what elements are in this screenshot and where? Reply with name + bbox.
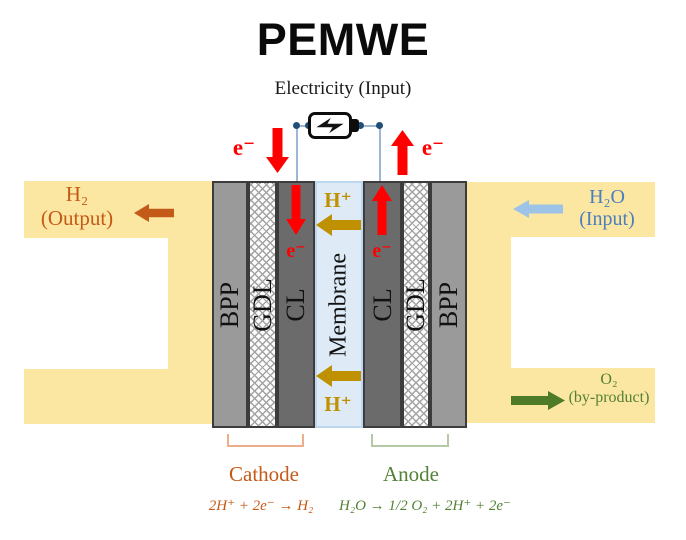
anode-label: Anode <box>383 462 439 486</box>
layer-cl-anode: CL <box>363 181 402 428</box>
water-input-arrow <box>513 200 563 218</box>
proton-arrow-bottom <box>316 365 361 387</box>
water-input-label: H₂O (Input) <box>561 186 653 231</box>
circuit-node-battery-right <box>357 122 364 129</box>
electron-label-cl-left: e⁻ <box>286 240 306 262</box>
proton-label-bottom: H⁺ <box>324 392 352 416</box>
electron-down-arrow-cl <box>286 185 306 235</box>
anode-equation: H₂O → 1/2 O₂ + 2H⁺ + 2e⁻ <box>339 498 511 514</box>
anode-bracket <box>371 434 449 447</box>
left-channel-top-bar <box>24 181 212 238</box>
layer-label-membrane: Membrane <box>325 252 352 357</box>
cathode-label: Cathode <box>229 462 299 486</box>
layer-label-bpp-cathode: BPP <box>215 281 244 328</box>
electron-label-cl-right: e⁻ <box>372 240 392 262</box>
electron-up-arrow-cl <box>372 185 392 235</box>
electron-label-top-left: e⁻ <box>232 135 256 160</box>
lightning-bolt-icon <box>316 117 344 134</box>
layer-label-cl-cathode: CL <box>281 287 310 322</box>
layer-bpp-anode: BPP <box>430 181 467 428</box>
left-channel-bottom-bar <box>24 369 212 424</box>
electricity-input-label: Electricity (Input) <box>274 78 412 99</box>
left-channel-vertical-strip <box>168 236 212 370</box>
hydrogen-output-arrow <box>134 204 174 222</box>
proton-label-top: H⁺ <box>324 188 352 212</box>
oxygen-byproduct-formula: O₂ <box>600 371 618 388</box>
circuit-node-left <box>293 122 300 129</box>
layer-label-gdl-anode: GDL <box>401 277 430 332</box>
oxygen-byproduct-arrow <box>511 391 565 410</box>
hydrogen-output-label: H₂ (Output) <box>22 182 132 230</box>
water-input-formula: H₂O <box>589 186 625 208</box>
electron-label-top-right: e⁻ <box>421 135 445 160</box>
oxygen-byproduct-label: O₂ (by-product) <box>561 371 657 407</box>
circuit-node-right <box>376 122 383 129</box>
layer-bpp-cathode: BPP <box>212 181 248 428</box>
proton-arrow-top <box>316 214 361 236</box>
right-channel-vertical-strip <box>467 236 511 369</box>
electrolyzer-cell: BPP GDL CL Membrane CL GDL BPP <box>212 181 467 428</box>
electron-up-arrow-top <box>391 130 414 175</box>
water-input-caption: (Input) <box>579 208 635 231</box>
page-title: PEMWE <box>256 14 430 65</box>
cathode-bracket <box>227 434 304 447</box>
layer-gdl-anode: GDL <box>401 181 430 428</box>
wire-left-vertical <box>296 125 298 182</box>
wire-left-horizontal <box>297 125 310 127</box>
battery-icon <box>308 112 352 139</box>
right-channel-bottom-bar <box>467 368 655 423</box>
layer-label-gdl-cathode: GDL <box>247 277 277 332</box>
hydrogen-output-formula: H₂ <box>65 182 89 206</box>
cathode-equation: 2H⁺ + 2e⁻ → H₂ <box>208 498 314 514</box>
electron-down-arrow-top <box>266 128 289 173</box>
battery-terminal-nub <box>351 119 359 132</box>
hydrogen-output-caption: (Output) <box>40 205 114 230</box>
layer-label-bpp-anode: BPP <box>433 281 463 328</box>
wire-right-horizontal <box>359 125 380 127</box>
layer-label-cl-anode: CL <box>367 287 397 322</box>
wire-right-vertical <box>379 125 381 183</box>
layer-gdl-cathode: GDL <box>248 181 277 428</box>
oxygen-byproduct-caption: (by-product) <box>568 388 650 406</box>
